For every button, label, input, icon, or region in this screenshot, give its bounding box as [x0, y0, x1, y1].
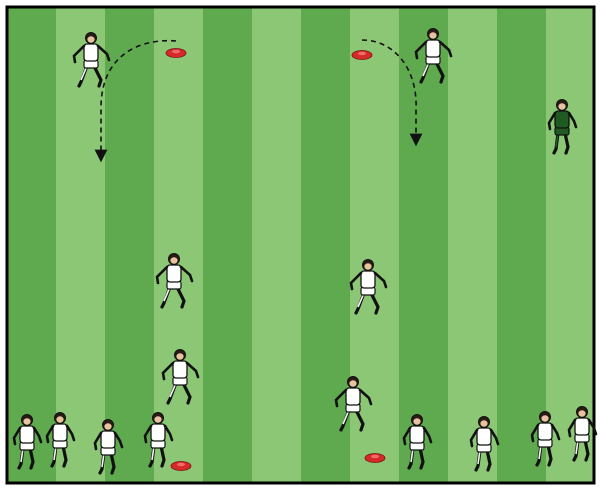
pitch-stripe	[252, 7, 301, 483]
cone-bottom-right	[365, 454, 385, 463]
pitch-stripe	[7, 7, 56, 483]
cone-top-right	[352, 51, 372, 60]
pitch-stripe	[301, 7, 350, 483]
pitch-stripe	[105, 7, 154, 483]
pitch-stripe	[56, 7, 105, 483]
pitch-stripe	[154, 7, 203, 483]
cone-bottom-left	[171, 462, 191, 471]
pitch-stripe	[203, 7, 252, 483]
pitch-stripe	[497, 7, 546, 483]
cone-top-left	[166, 49, 186, 58]
pitch-stripes	[7, 7, 594, 483]
pitch-stripe	[448, 7, 497, 483]
